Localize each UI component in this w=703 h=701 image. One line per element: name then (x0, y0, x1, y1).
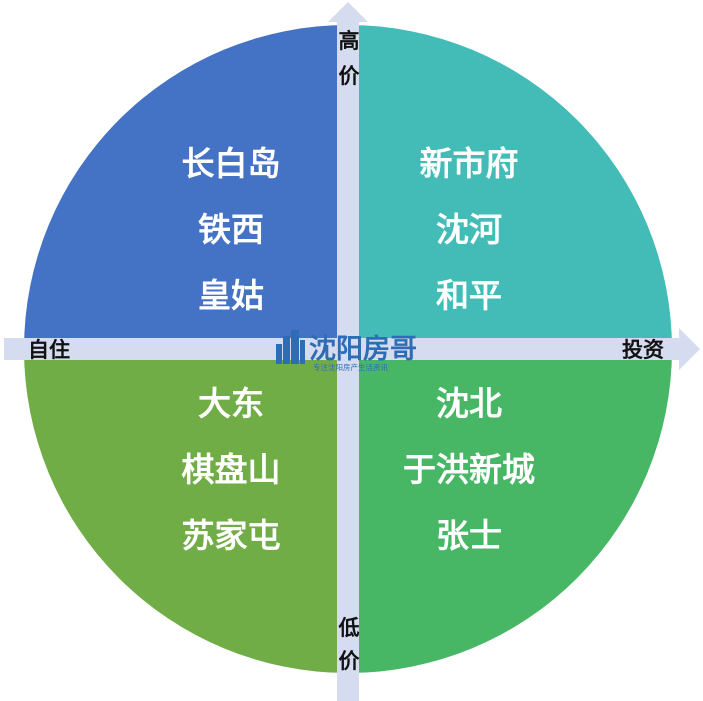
top-left-item-1: 长白岛 (182, 144, 281, 183)
axis-top-label-char-1: 高 (339, 28, 360, 53)
brand-logo: 沈阳房哥 专注沈阳房产生活资讯 (276, 330, 417, 372)
top-right-item-1: 新市府 (420, 144, 519, 183)
quadrant-top-right (348, 25, 672, 349)
quadrant-bottom-right (348, 349, 672, 673)
top-right-item-2: 沈河 (436, 210, 502, 249)
axis-top-label-char-2: 价 (339, 63, 361, 88)
vertical-axis-arrow (328, 2, 368, 701)
bottom-left-item-2: 棋盘山 (182, 450, 281, 489)
quadrant-top-left (24, 25, 348, 349)
logo-subtitle: 专注沈阳房产生活资讯 (313, 362, 388, 372)
axis-right-label: 投资 (622, 337, 664, 362)
top-left-item-3: 皇姑 (198, 276, 264, 315)
top-left-item-2: 铁西 (198, 210, 264, 249)
bottom-left-item-1: 大东 (198, 384, 264, 423)
bottom-right-item-2: 于洪新城 (403, 450, 535, 489)
top-right-item-3: 和平 (436, 276, 502, 315)
building-icon (276, 330, 305, 364)
logo-text: 沈阳房哥 (309, 334, 417, 365)
axis-bottom-label-char-2: 价 (339, 648, 361, 673)
axis-left-label: 自住 (28, 337, 70, 362)
horizontal-axis-arrow (4, 328, 700, 370)
bottom-left-item-3: 苏家屯 (182, 516, 281, 555)
axis-bottom-label-char-1: 低 (338, 615, 360, 640)
bottom-right-item-1: 沈北 (436, 384, 502, 423)
bottom-right-item-3: 张士 (436, 516, 502, 555)
quadrant-bottom-left (24, 349, 348, 673)
